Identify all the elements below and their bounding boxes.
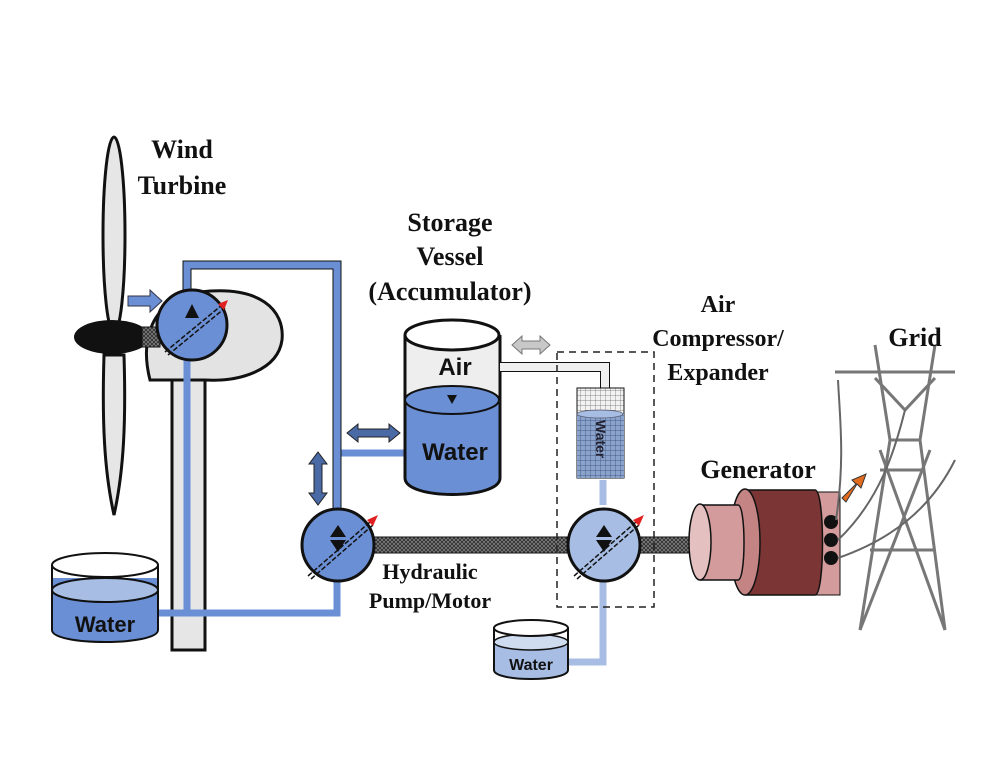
label-generator: Generator	[700, 455, 816, 484]
turbine-hub	[74, 320, 150, 354]
drive-shaft	[371, 536, 568, 554]
label-vessel: Vessel	[417, 242, 484, 271]
air-flow-arrow	[511, 334, 551, 356]
label-wind: Wind	[151, 135, 213, 164]
label-turbine: Turbine	[138, 171, 227, 200]
reservoir-left-label: Water	[75, 612, 136, 637]
hydraulic-pump-main	[300, 507, 378, 583]
wind-input-arrow	[127, 288, 163, 314]
power-output-arrow	[841, 473, 867, 503]
vertical-flow-arrow	[308, 451, 328, 506]
reservoir-left: Water	[51, 552, 159, 643]
transmission-tower	[835, 344, 955, 631]
reservoir-right-label: Water	[509, 657, 553, 674]
reservoir-right: Water	[493, 619, 569, 680]
turbine-blades	[74, 135, 161, 516]
compressor-pump	[566, 507, 644, 583]
label-expander: Expander	[667, 360, 769, 386]
label-grid: Grid	[888, 323, 942, 352]
label-hydraulic: Hydraulic	[382, 559, 478, 584]
power-lines	[835, 379, 956, 559]
hydraulic-lines	[150, 261, 607, 666]
label-accumulator: (Accumulator)	[368, 277, 531, 306]
turbine-pump	[155, 288, 229, 362]
label-storage: Storage	[407, 208, 492, 237]
accumulator-water-label: Water	[422, 439, 488, 466]
accumulator-air-label: Air	[438, 354, 471, 381]
generator-shaft	[639, 536, 696, 554]
compressor-water-label: Water	[593, 420, 609, 459]
label-compressor: Compressor/	[652, 326, 784, 352]
accumulator-flow-arrow	[346, 422, 401, 444]
generator	[688, 488, 841, 596]
label-pump-motor: Pump/Motor	[369, 588, 491, 613]
compressor-column: Water	[576, 387, 625, 479]
accumulator: Air Water	[403, 318, 502, 496]
compressor-boundary	[556, 351, 655, 608]
label-air: Air	[701, 292, 736, 318]
